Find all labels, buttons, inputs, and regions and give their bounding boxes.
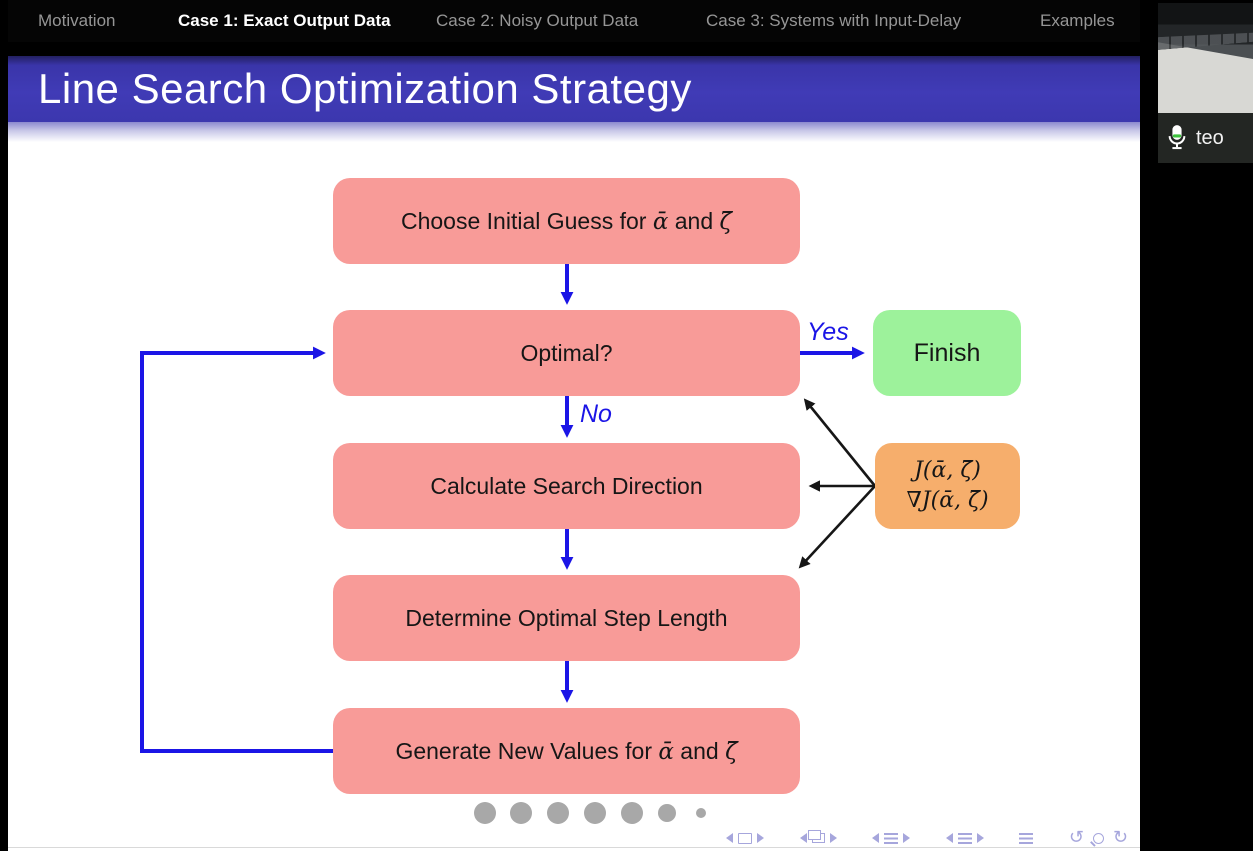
participant-name: teo xyxy=(1196,126,1224,149)
slide-progress-dot xyxy=(474,802,496,824)
flow-box-calculate-search-direction: Calculate Search Direction xyxy=(333,443,800,529)
edge-label-no: No xyxy=(580,400,612,428)
zeta-bar-symbol: ζ̄ xyxy=(725,738,738,765)
slide-icon[interactable] xyxy=(738,832,752,844)
flow-box-optimal: Optimal? xyxy=(333,310,800,396)
nav-item-case1[interactable]: Case 1: Exact Output Data xyxy=(178,11,391,30)
beamer-nav-subsection-group xyxy=(872,832,911,844)
next-frame-icon[interactable] xyxy=(829,833,837,843)
slide-title-bar: Line Search Optimization Strategy xyxy=(8,56,1140,122)
box-text: Calculate Search Direction xyxy=(430,472,703,499)
title-bar-shadow xyxy=(8,122,1140,144)
box-text: Generate New Values for xyxy=(395,737,659,764)
flow-box-determine-step-length: Determine Optimal Step Length xyxy=(333,575,800,661)
box-text: Choose Initial Guess for xyxy=(400,207,653,234)
slide-progress-dot xyxy=(547,802,569,824)
prev-slide-icon[interactable] xyxy=(726,833,733,843)
cost-function-line: J(ᾱ, ζ̄) xyxy=(914,458,981,484)
slide-bottom-edge xyxy=(8,847,1140,848)
slide-progress-dot xyxy=(658,804,676,822)
beamer-nav-frame-group xyxy=(799,830,837,843)
search-icon[interactable] xyxy=(1092,832,1104,844)
beamer-nav-section-group xyxy=(945,832,984,844)
alpha-bar-symbol: ᾱ xyxy=(652,208,669,235)
flow-box-cost-function: J(ᾱ, ζ̄) ∇J(ᾱ, ζ̄) xyxy=(875,443,1020,529)
alpha-bar-symbol: ᾱ xyxy=(658,738,674,765)
participant-name-bar: teo xyxy=(1158,113,1253,163)
slide-progress-dot xyxy=(621,802,643,824)
section-nav-bar: Motivation Case 1: Exact Output Data Cas… xyxy=(8,0,1140,42)
flow-box-finish: Finish xyxy=(873,310,1021,396)
edge-label-yes: Yes xyxy=(807,318,849,346)
beamer-nav-slide-group xyxy=(726,832,764,844)
prev-frame-icon[interactable] xyxy=(799,833,807,843)
slide-progress-dot xyxy=(696,808,706,818)
nav-item-motivation[interactable]: Motivation xyxy=(38,11,116,30)
box-text: Optimal? xyxy=(520,339,613,366)
section-icon[interactable] xyxy=(957,832,972,844)
microphone-icon xyxy=(1168,125,1186,150)
flow-box-generate-new-values: Generate New Values for ᾱ and ζ̄ xyxy=(333,708,800,794)
box-text: and xyxy=(668,207,720,234)
next-subsection-icon[interactable] xyxy=(903,833,911,843)
nav-item-case3[interactable]: Case 3: Systems with Input-Delay xyxy=(706,11,962,30)
slide-title: Line Search Optimization Strategy xyxy=(38,65,692,112)
beamer-nav-document-group xyxy=(1019,832,1034,844)
box-text: Finish xyxy=(913,338,981,367)
box-text: Determine Optimal Step Length xyxy=(405,604,728,631)
subsection-icon[interactable] xyxy=(884,832,899,844)
document-icon[interactable] xyxy=(1019,832,1034,844)
undo-icon[interactable]: ↺ xyxy=(1068,827,1084,848)
redo-icon[interactable]: ↻ xyxy=(1112,827,1128,848)
nav-item-case2[interactable]: Case 2: Noisy Output Data xyxy=(436,11,639,30)
slide-progress-dot xyxy=(584,802,606,824)
cost-gradient-line: ∇J(ᾱ, ζ̄) xyxy=(906,488,989,513)
beamer-nav-bar: ↺ ↻ xyxy=(726,828,1128,848)
zeta-bar-symbol: ζ̄ xyxy=(719,208,732,235)
next-slide-icon[interactable] xyxy=(757,833,764,843)
box-text: and xyxy=(673,737,726,764)
video-content-keyboard xyxy=(1158,3,1253,59)
frame-icon[interactable] xyxy=(807,830,825,843)
nav-item-examples[interactable]: Examples xyxy=(1040,11,1115,30)
slide-progress-dot xyxy=(510,802,532,824)
prev-section-icon[interactable] xyxy=(945,833,953,843)
flow-box-choose-initial-guess: Choose Initial Guess for ᾱ and ζ̄ xyxy=(333,178,800,264)
prev-subsection-icon[interactable] xyxy=(872,833,880,843)
next-section-icon[interactable] xyxy=(976,833,984,843)
beamer-nav-history-group: ↺ ↻ xyxy=(1069,829,1128,847)
participant-video-thumbnail[interactable]: teo xyxy=(1158,3,1253,163)
